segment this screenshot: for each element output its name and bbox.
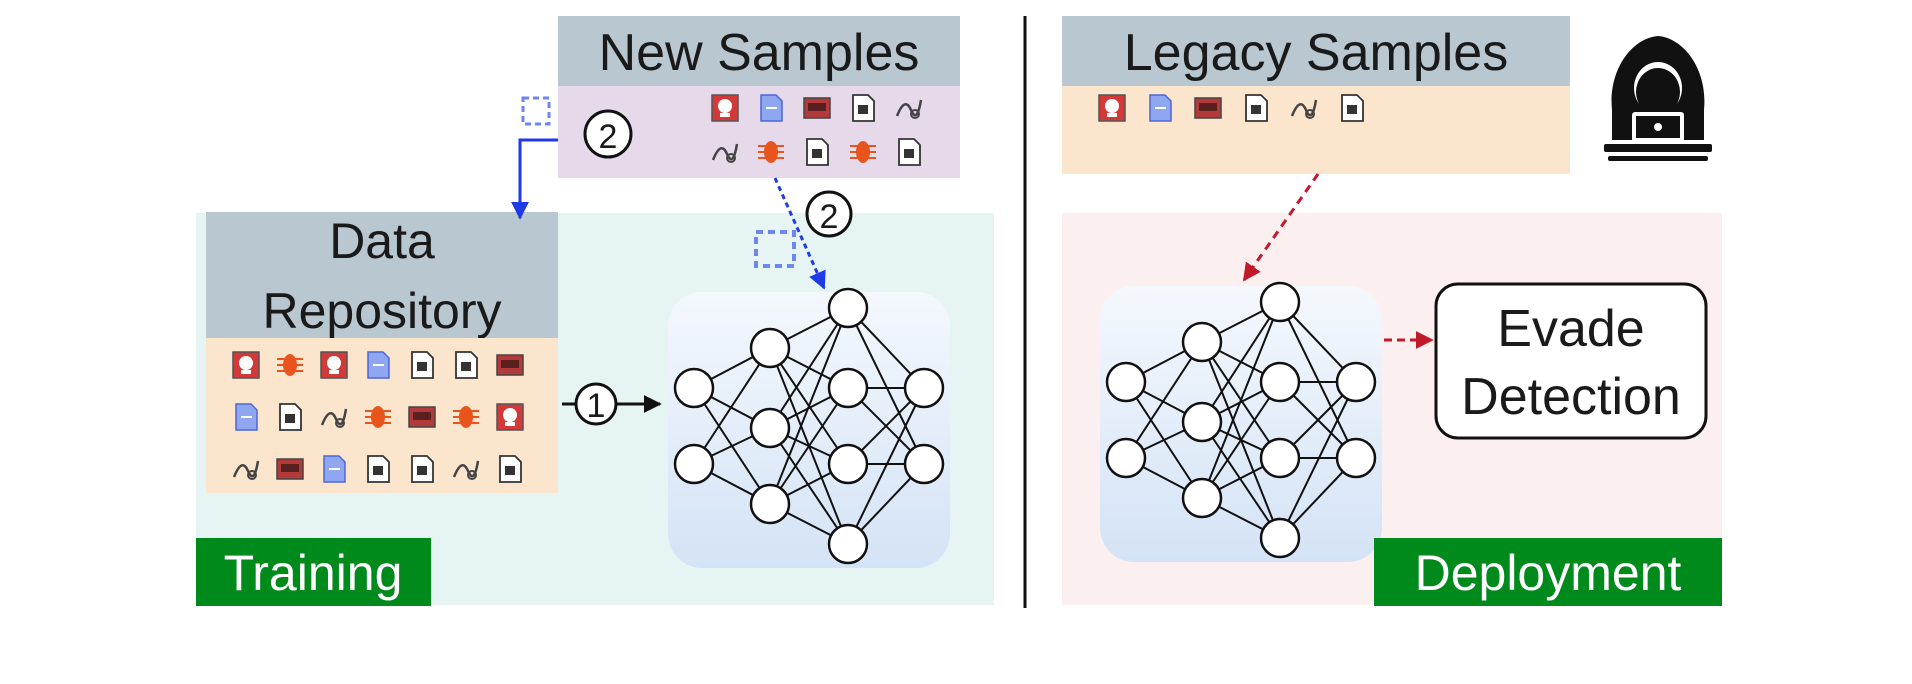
bug-file-icon: [365, 406, 391, 428]
network-neuron: [1105, 361, 1147, 403]
data-repository-title-line2: Repository: [263, 283, 502, 339]
doc-file-icon: [1245, 94, 1268, 122]
malware-file-icon: [711, 94, 739, 122]
benign-file-icon: [760, 94, 783, 122]
network-neuron: [673, 367, 715, 409]
repository-sample-icons: [232, 351, 524, 483]
step1-number: 1: [587, 387, 606, 425]
network-neuron: [827, 367, 869, 409]
new-samples: New Samples: [558, 16, 960, 178]
network-neuron: [903, 443, 945, 485]
worm-file-icon: [1290, 99, 1318, 119]
network-neuron: [749, 407, 791, 449]
network-neuron: [749, 327, 791, 369]
network-neuron: [827, 287, 869, 329]
benign-file-icon: [367, 351, 390, 379]
network-neuron: [1335, 361, 1377, 403]
worm-file-icon: [320, 408, 348, 428]
refresh-icon: [754, 230, 796, 268]
network-neuron: [1181, 477, 1223, 519]
network-neuron: [1259, 517, 1301, 559]
doc-file-icon: [1341, 94, 1364, 122]
network-card: [668, 292, 950, 568]
network-neuron: [1259, 361, 1301, 403]
attack-arrow: [1242, 173, 1320, 282]
exe-file-icon: [803, 97, 831, 119]
deployment-tag-label: Deployment: [1415, 545, 1682, 601]
network-card: [1100, 286, 1382, 562]
bug-file-icon: [453, 406, 479, 428]
network-neuron: [1259, 437, 1301, 479]
new-samples-header: [558, 16, 960, 86]
legacy-sample-icons: [1098, 94, 1364, 122]
doc-file-icon: [455, 351, 478, 379]
doc-file-icon: [411, 455, 434, 483]
doc-file-icon: [806, 138, 829, 166]
bug-file-icon: [850, 141, 876, 163]
step2-update-arrows: 2 2: [511, 96, 853, 290]
legacy-samples-box: [1062, 86, 1570, 174]
deployment-neural-network: [1100, 281, 1382, 562]
network-neuron: [1105, 437, 1147, 479]
step2-badge: [805, 190, 853, 238]
evade-detection-line2: Detection: [1461, 368, 1681, 426]
malware-file-icon: [1098, 94, 1126, 122]
doc-file-icon: [279, 403, 302, 431]
step1-badge: [574, 382, 618, 426]
step2-number: 2: [599, 118, 618, 156]
legacy-samples-title: Legacy Samples: [1124, 24, 1508, 82]
doc-file-icon: [898, 138, 921, 166]
worm-file-icon: [452, 460, 480, 480]
network-neuron: [1335, 437, 1377, 479]
benign-file-icon: [1149, 94, 1172, 122]
malware-file-icon: [496, 403, 524, 431]
doc-file-icon: [411, 351, 434, 379]
deployment-tag: [1374, 538, 1722, 606]
step2-number: 2: [820, 198, 839, 236]
doc-file-icon: [367, 455, 390, 483]
legacy-samples-header: [1062, 16, 1570, 86]
data-repository: Data Repository: [206, 212, 558, 493]
hacker-icon: [1604, 36, 1712, 161]
step2-badge: [583, 109, 633, 159]
doc-file-icon: [852, 94, 875, 122]
legacy-samples: Legacy Samples: [1062, 16, 1570, 174]
worm-file-icon: [711, 143, 739, 163]
benign-file-icon: [235, 403, 258, 431]
network-neuron: [827, 523, 869, 565]
network-neuron: [749, 483, 791, 525]
data-repository-header: [206, 212, 558, 338]
evade-detection-box: [1434, 282, 1708, 440]
data-repository-title-line1: Data: [329, 213, 435, 269]
step1-arrow: 1: [562, 382, 662, 426]
exe-file-icon: [1194, 97, 1222, 119]
exe-file-icon: [276, 458, 304, 480]
exe-file-icon: [496, 354, 524, 376]
network-neuron: [1181, 321, 1223, 363]
refresh-icon: [521, 96, 551, 126]
benign-file-icon: [323, 455, 346, 483]
worm-file-icon: [895, 99, 923, 119]
training-tag: [196, 538, 431, 606]
network-neuron: [1181, 401, 1223, 443]
doc-file-icon: [499, 455, 522, 483]
bug-file-icon: [277, 354, 303, 376]
malware-file-icon: [232, 351, 260, 379]
network-neuron: [673, 443, 715, 485]
exe-file-icon: [408, 406, 436, 428]
evade-detection-line1: Evade: [1497, 300, 1644, 358]
new-samples-title: New Samples: [599, 24, 920, 82]
network-neuron: [827, 443, 869, 485]
new-sample-icons: [711, 94, 923, 166]
training-tag-label: Training: [224, 545, 403, 601]
training-neural-network: [668, 287, 950, 568]
network-neuron: [1259, 281, 1301, 323]
network-neuron: [903, 367, 945, 409]
malware-file-icon: [320, 351, 348, 379]
worm-file-icon: [232, 460, 260, 480]
bug-file-icon: [758, 141, 784, 163]
